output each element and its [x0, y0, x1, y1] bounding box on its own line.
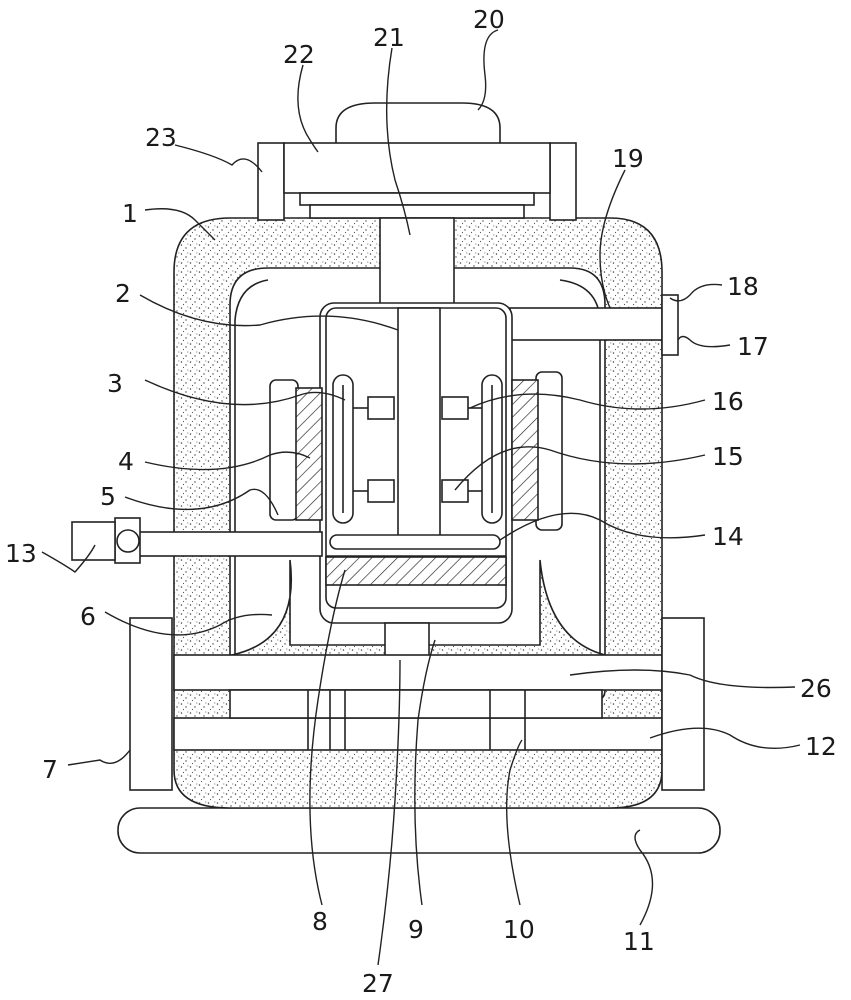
cross-frame-band — [229, 689, 603, 719]
label-26: 26 — [800, 674, 832, 703]
leader-2 — [139, 294, 399, 331]
label-4: 4 — [118, 447, 134, 476]
label-7: 7 — [42, 755, 58, 784]
right-leg — [661, 617, 705, 791]
leader-4 — [144, 451, 311, 471]
leader-11 — [634, 829, 654, 926]
leader-26 — [569, 669, 796, 689]
leader-8 — [309, 569, 346, 906]
handle-grip — [71, 521, 116, 561]
leader-22 — [297, 64, 319, 153]
connector-upper-left — [367, 396, 395, 420]
leader-27 — [377, 659, 401, 966]
leader-7 — [67, 749, 131, 766]
top-bracket-base-2 — [309, 204, 525, 219]
label-22: 22 — [283, 40, 315, 69]
label-27: 27 — [362, 969, 394, 998]
label-10: 10 — [503, 915, 535, 944]
label-6: 6 — [80, 602, 96, 631]
leader-20 — [477, 29, 499, 111]
motor-housing — [335, 102, 501, 146]
slide-bar — [329, 534, 501, 550]
leader-23 — [174, 144, 263, 173]
top-bracket-base — [299, 192, 535, 206]
leader-6 — [104, 611, 273, 636]
center-shaft — [397, 307, 441, 539]
leader-17 — [677, 335, 731, 348]
label-12: 12 — [805, 732, 837, 761]
side-knob — [661, 294, 679, 356]
handle-rod — [137, 531, 323, 557]
side-arm — [509, 307, 663, 341]
label-16: 16 — [712, 387, 744, 416]
leader-18 — [669, 283, 723, 302]
label-17: 17 — [737, 332, 769, 361]
leader-5 — [124, 488, 279, 516]
leader-15 — [454, 446, 706, 491]
leader-12 — [649, 727, 801, 750]
label-9: 9 — [408, 915, 424, 944]
label-15: 15 — [712, 442, 744, 471]
inner-cavity-outline-right — [559, 279, 601, 690]
top-bracket-right-post — [549, 142, 577, 221]
leader-13 — [41, 544, 96, 573]
base-plate — [117, 807, 721, 854]
label-13: 13 — [5, 539, 37, 568]
label-3: 3 — [107, 369, 123, 398]
label-11: 11 — [623, 927, 655, 956]
cross-frame-top — [173, 654, 663, 691]
label-2: 2 — [115, 279, 131, 308]
hatched-pad-right — [511, 379, 539, 521]
drive-shaft-upper — [379, 217, 455, 309]
label-8: 8 — [312, 907, 328, 936]
label-20: 20 — [473, 5, 505, 34]
handle-pivot — [116, 529, 140, 553]
leader-3 — [144, 379, 346, 406]
leader-1 — [144, 208, 216, 241]
inner-cavity-outline — [234, 279, 269, 690]
leader-21 — [385, 47, 411, 236]
left-leg — [129, 617, 173, 791]
hatched-plate — [325, 556, 507, 586]
guide-plate-left — [269, 379, 299, 521]
top-bracket-plate — [283, 142, 551, 194]
label-23: 23 — [145, 123, 177, 152]
label-18: 18 — [727, 272, 759, 301]
label-21: 21 — [373, 23, 405, 52]
leader-14 — [499, 512, 706, 541]
leader-19 — [599, 169, 626, 309]
connector-lower-left — [367, 479, 395, 503]
label-1: 1 — [122, 199, 138, 228]
leader-10 — [505, 739, 523, 906]
top-bracket-left-post — [257, 142, 285, 221]
label-5: 5 — [100, 482, 116, 511]
connector-lower-right — [441, 479, 469, 503]
connector-upper-right — [441, 396, 469, 420]
leader-16 — [469, 393, 706, 410]
label-14: 14 — [712, 522, 744, 551]
leader-9 — [414, 639, 436, 906]
label-19: 19 — [612, 144, 644, 173]
